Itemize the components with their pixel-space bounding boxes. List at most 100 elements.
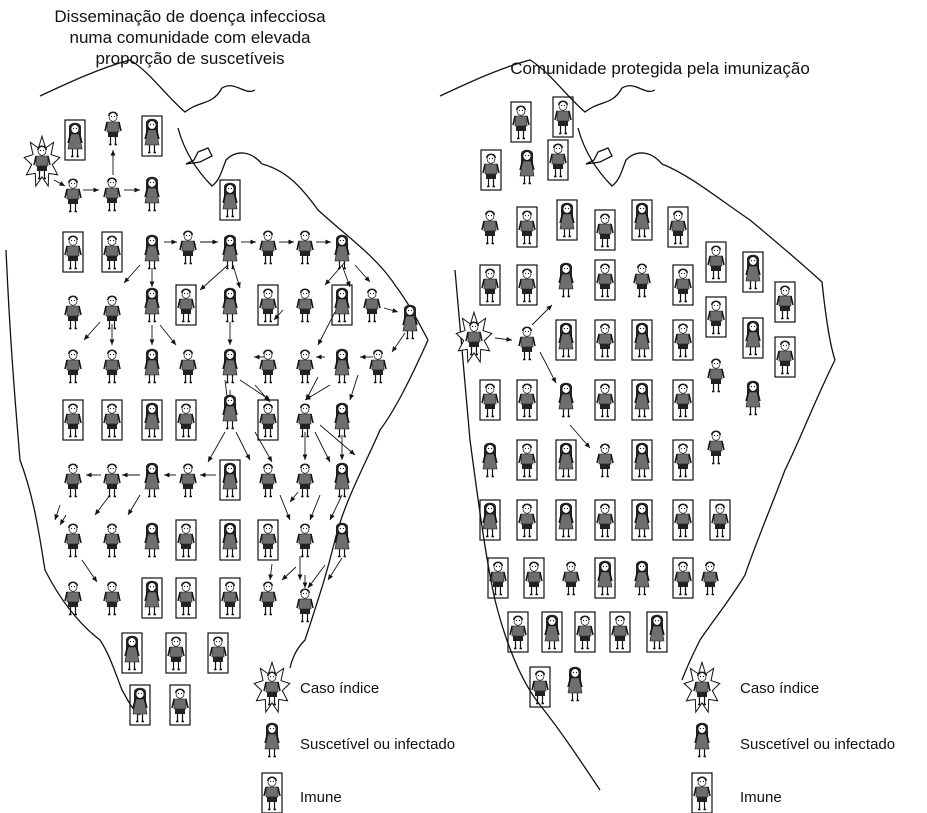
immune-frame [594, 209, 616, 251]
immune-person [62, 399, 84, 441]
immune-frame [516, 264, 538, 306]
immune-frame [631, 439, 653, 481]
immune-person [774, 336, 796, 378]
left-transmission-arrow [227, 322, 233, 345]
susceptible-person [334, 462, 350, 498]
left-transmission-arrow [122, 472, 140, 478]
left-transmission-arrow [149, 325, 155, 345]
immune-frame [631, 379, 653, 421]
immune-person [507, 611, 529, 653]
susceptible-person [296, 349, 314, 384]
immune-person [555, 499, 577, 541]
left-transmission-arrow [127, 494, 141, 516]
susceptible-person [519, 149, 535, 185]
immune-frame [742, 251, 764, 293]
immune-person [646, 611, 668, 653]
immune-frame [487, 557, 509, 599]
left-transmission-arrow [307, 564, 326, 589]
immune-frame [516, 439, 538, 481]
immune-frame [742, 317, 764, 359]
immune-person [129, 684, 151, 726]
immune-person [547, 139, 569, 181]
people-figures [23, 96, 796, 813]
immune-frame [705, 296, 727, 338]
left-transmission-arrow [200, 239, 218, 245]
legend-right-index-icon [683, 660, 721, 714]
immune-frame [594, 379, 616, 421]
immune-person [479, 499, 501, 541]
left-transmission-arrow [164, 239, 177, 245]
right-transmission-arrow [531, 304, 553, 326]
immune-person [510, 101, 532, 143]
immune-frame [555, 499, 577, 541]
susceptible-person [363, 288, 381, 323]
susceptible-person [701, 561, 719, 596]
legend-right-immune-icon [691, 772, 713, 813]
immune-person [141, 115, 163, 157]
left-transmission-arrow [316, 354, 325, 360]
susceptible-person [296, 523, 314, 558]
transmission-arrows [53, 150, 591, 589]
left-transmission-arrow [239, 379, 271, 401]
immune-person [672, 319, 694, 361]
immune-person [219, 179, 241, 221]
immune-person [219, 459, 241, 501]
legend-left-immune-label: Imune [300, 789, 342, 806]
left-transmission-arrow [319, 424, 356, 456]
left-transmission-arrow [302, 432, 308, 460]
immune-frame [219, 577, 241, 619]
susceptible-person [64, 581, 82, 616]
immune-frame [479, 499, 501, 541]
susceptible-person [558, 262, 574, 298]
immune-person [219, 577, 241, 619]
left-transmission-arrow [279, 494, 291, 521]
left-title-line-1: Disseminação de doença infecciosa [54, 7, 326, 26]
left-transmission-arrow [349, 374, 359, 401]
immune-frame [207, 632, 229, 674]
legend-right-susceptible-icon [694, 722, 710, 758]
immune-person [672, 557, 694, 599]
immune-person [175, 284, 197, 326]
immune-frame [523, 557, 545, 599]
immune-person [672, 439, 694, 481]
susceptible-person [369, 349, 387, 384]
susceptible-person [707, 358, 725, 393]
immune-frame [774, 281, 796, 323]
immune-person [631, 319, 653, 361]
immune-frame [121, 632, 143, 674]
susceptible-person [103, 463, 121, 498]
immune-frame [672, 264, 694, 306]
susceptible-person [179, 349, 197, 384]
susceptible-person [334, 234, 350, 270]
immune-frame [529, 666, 551, 708]
susceptible-person [558, 382, 574, 418]
susceptible-person [259, 349, 277, 384]
susceptible-person [103, 177, 121, 212]
left-transmission-arrow [324, 261, 346, 286]
immune-frame [541, 611, 563, 653]
susceptible-person [222, 287, 238, 323]
susceptible-person [402, 304, 418, 340]
immune-frame [672, 557, 694, 599]
immune-person [257, 519, 279, 561]
left-map-peninsula [177, 127, 263, 187]
immune-person [257, 399, 279, 441]
immune-frame [261, 772, 283, 813]
immune-person [594, 379, 616, 421]
index-case-person [23, 134, 61, 188]
susceptible-person [222, 394, 238, 430]
immune-frame [516, 379, 538, 421]
right-map-peninsula-inner [585, 147, 613, 165]
susceptible-person [144, 462, 160, 498]
susceptible-person [334, 402, 350, 438]
right-map-west-coast [454, 269, 601, 791]
immune-person [487, 557, 509, 599]
immune-person [516, 206, 538, 248]
immune-person [742, 317, 764, 359]
susceptible-person [103, 581, 121, 616]
immune-frame [175, 284, 197, 326]
left-map-peninsula-inner [185, 147, 213, 165]
immune-person [331, 284, 353, 326]
immune-person [169, 684, 191, 726]
legend-left-immune-icon [261, 772, 283, 813]
